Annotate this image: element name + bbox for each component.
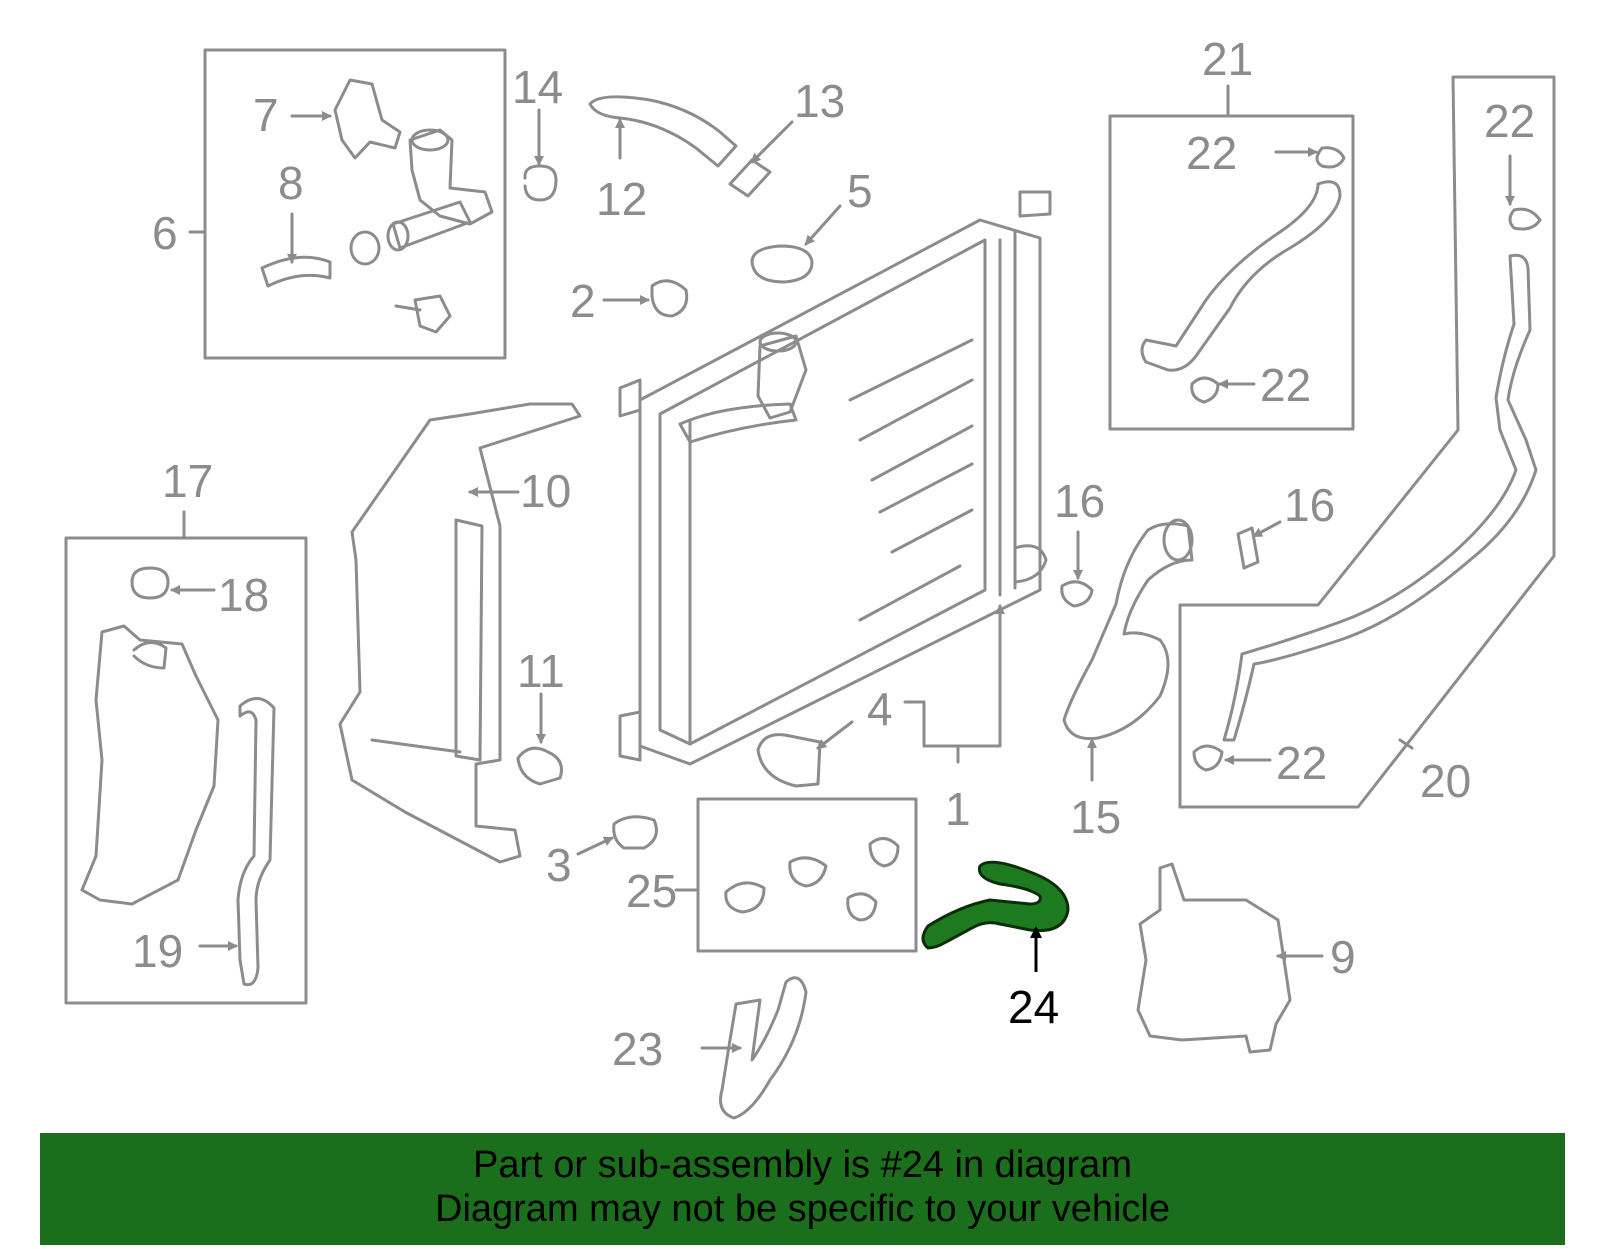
box-group-20 — [1178, 75, 1556, 809]
callout-15: 15 — [1070, 791, 1122, 843]
box-group-21 — [1108, 114, 1355, 431]
callout-11: 11 — [517, 645, 565, 697]
callout-2: 2 — [570, 275, 596, 327]
clamp-16-b — [1236, 526, 1260, 570]
callout-12: 12 — [596, 173, 648, 225]
hose-20 — [1222, 253, 1538, 742]
clip-13 — [728, 158, 772, 198]
callout-22-a: 22 — [1186, 127, 1238, 179]
clamps-25 — [724, 837, 900, 922]
hose-24-highlighted — [921, 860, 1070, 950]
callout-9: 9 — [1330, 931, 1356, 983]
hose-15 — [1062, 522, 1194, 741]
drain-plug-4 — [756, 733, 822, 788]
clamp-22-d — [1192, 744, 1224, 772]
callout-16-b: 16 — [1284, 479, 1336, 531]
box-group-17 — [64, 536, 308, 1005]
radiator-1 — [618, 190, 1052, 766]
cap-18 — [130, 566, 170, 600]
air-guide-10 — [338, 402, 582, 864]
callout-19: 19 — [132, 925, 184, 977]
clamp-22-c — [1508, 207, 1542, 231]
callout-5: 5 — [847, 165, 873, 217]
callout-1: 1 — [945, 783, 971, 835]
cap-5 — [750, 244, 814, 284]
box-group-6 — [203, 48, 507, 360]
callout-13: 13 — [794, 75, 846, 127]
plug-2 — [650, 279, 689, 318]
callout-20: 20 — [1420, 755, 1472, 807]
callout-16-a: 16 — [1054, 475, 1106, 527]
callout-18: 18 — [218, 569, 270, 621]
callout-17: 17 — [162, 455, 214, 507]
callout-24: 24 — [1008, 981, 1060, 1033]
thermostat-housing-group — [260, 78, 494, 334]
callout-22-d: 22 — [1276, 737, 1328, 789]
banner-line-2: Diagram may not be specific to your vehi… — [435, 1188, 1170, 1230]
callout-4: 4 — [867, 683, 893, 735]
callout-7: 7 — [253, 89, 279, 141]
info-banner: Part or sub-assembly is #24 in diagram D… — [40, 1133, 1565, 1245]
callout-22-c: 22 — [1484, 95, 1536, 147]
clamp-22-b — [1190, 376, 1220, 404]
callout-3: 3 — [546, 839, 572, 891]
callout-22-b: 22 — [1260, 359, 1312, 411]
hose-23 — [719, 976, 808, 1120]
callout-6: 6 — [152, 207, 178, 259]
shield-9 — [1136, 862, 1292, 1054]
hose-21 — [1140, 180, 1342, 372]
clamp-14 — [523, 164, 558, 202]
callout-23: 23 — [612, 1023, 664, 1075]
hose-19 — [236, 697, 276, 987]
callout-21: 21 — [1202, 33, 1254, 85]
callout-14: 14 — [512, 61, 564, 113]
hose-12 — [588, 95, 738, 168]
reservoir-17 — [80, 624, 220, 906]
clamp-16-a — [1060, 580, 1094, 608]
push-pin-11 — [516, 746, 563, 786]
callout-10: 10 — [520, 465, 572, 517]
box-group-25 — [696, 797, 918, 953]
bushing-3 — [612, 815, 658, 850]
callout-8: 8 — [278, 157, 304, 209]
callout-25: 25 — [626, 865, 678, 917]
clamp-22-a — [1315, 146, 1346, 169]
banner-line-1: Part or sub-assembly is #24 in diagram — [473, 1144, 1132, 1186]
